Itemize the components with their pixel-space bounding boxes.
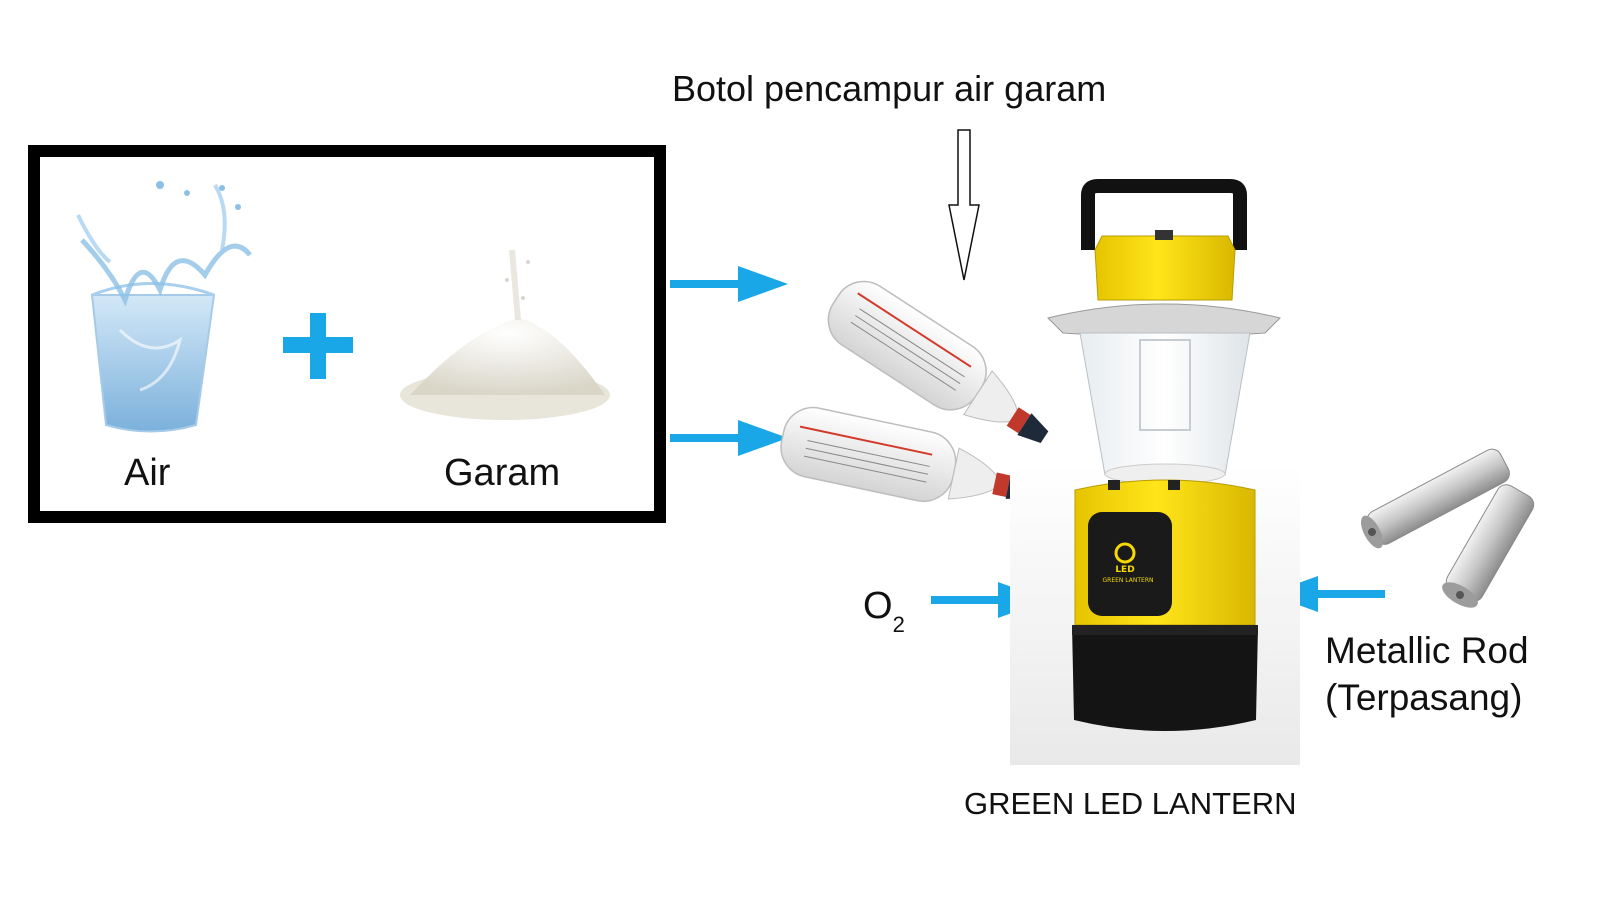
lantern-logo-subtext: GREEN LANTERN xyxy=(1103,577,1154,584)
label-o2-subscript: 2 xyxy=(892,612,905,637)
label-rod-line2: (Terpasang) xyxy=(1325,677,1523,718)
label-o2: O2 xyxy=(863,585,905,637)
label-botol: Botol pencampur air garam xyxy=(672,68,1107,109)
label-lantern-caption: GREEN LED LANTERN xyxy=(964,786,1297,821)
label-rod-line1: Metallic Rod xyxy=(1325,630,1529,671)
lantern-logo-text: LED xyxy=(1115,565,1134,575)
arrow-icon xyxy=(670,420,788,456)
label-garam: Garam xyxy=(444,452,561,494)
label-o2-main: O xyxy=(863,585,893,627)
label-air: Air xyxy=(124,452,171,494)
arrow-icon xyxy=(670,266,788,302)
